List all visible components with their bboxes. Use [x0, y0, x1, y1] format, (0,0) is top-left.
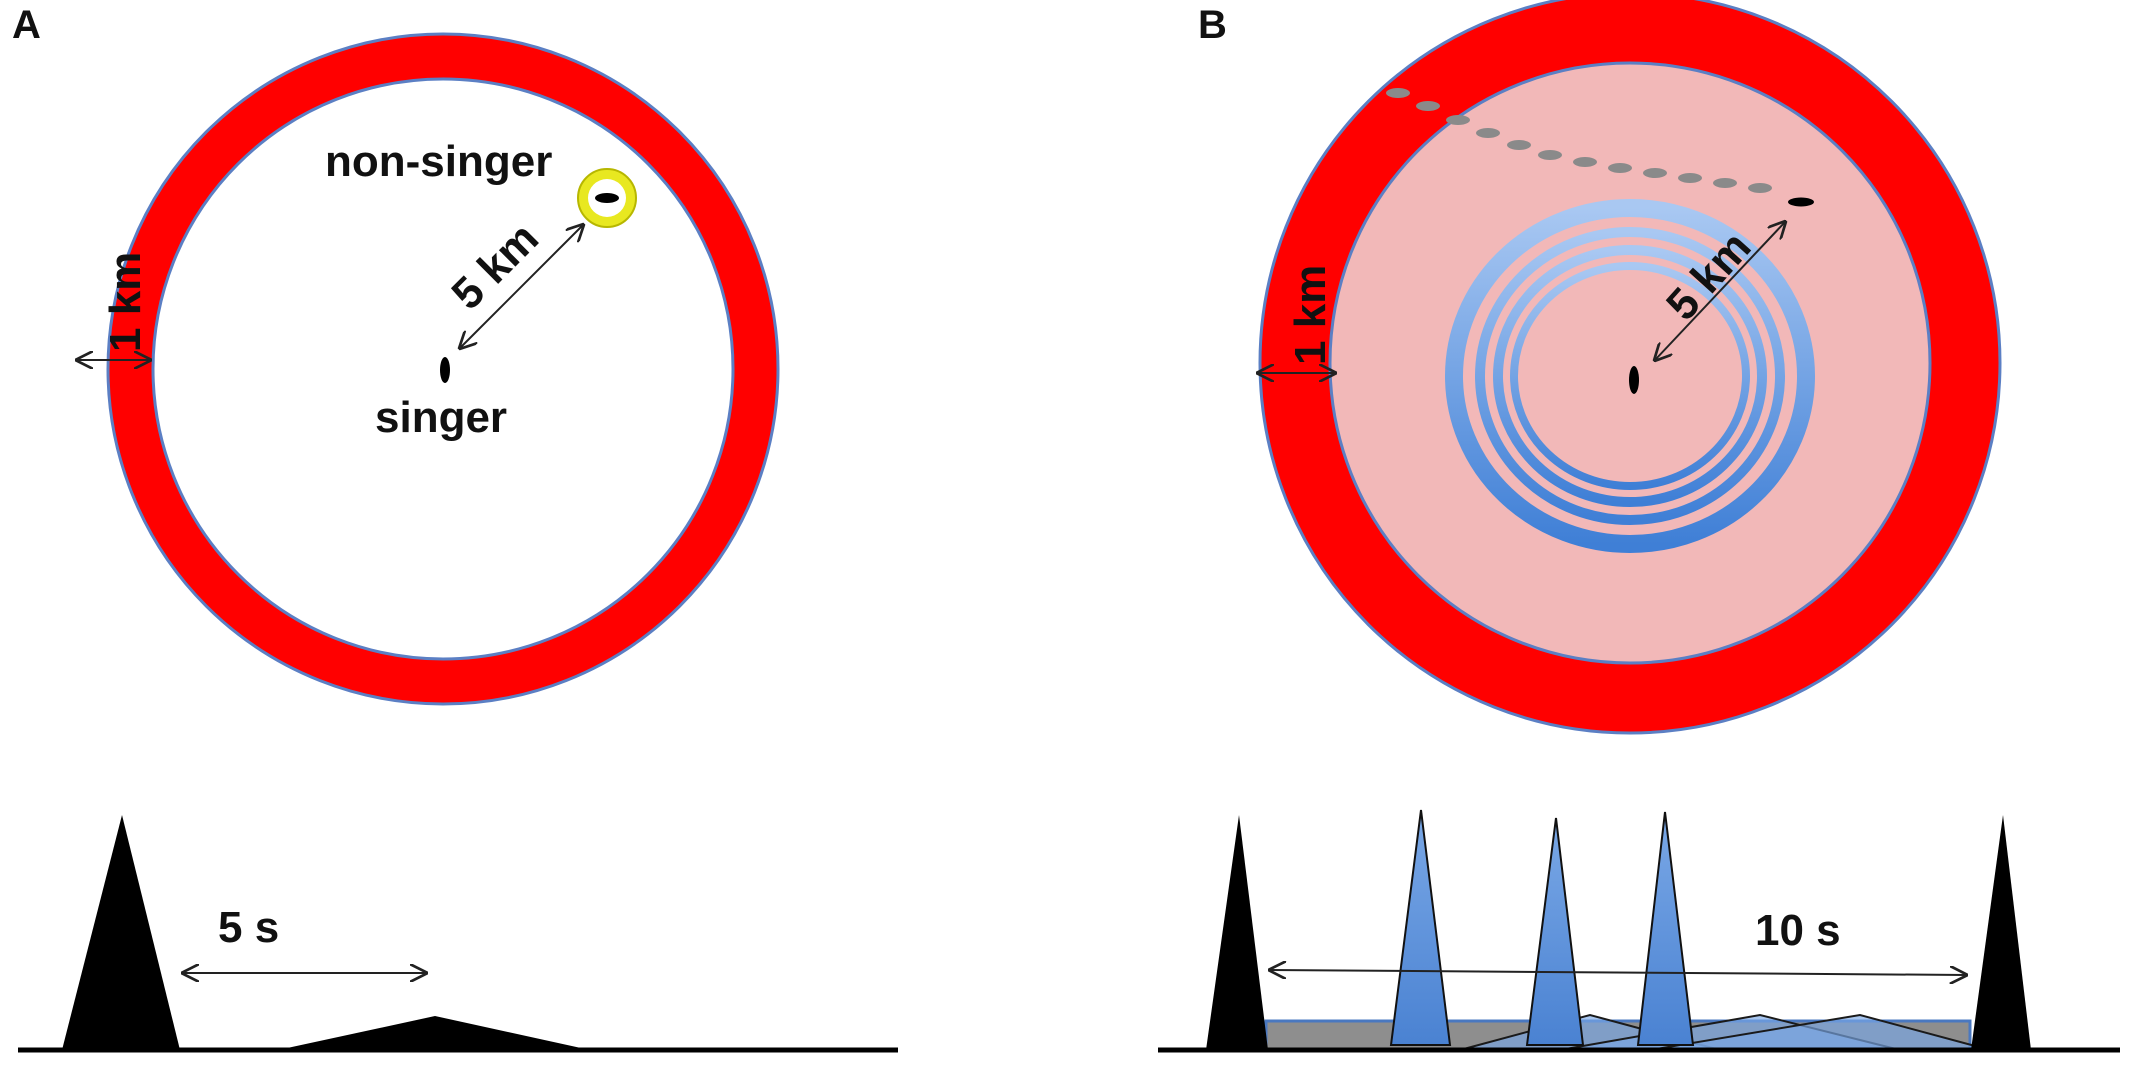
panel-a-width-label: 1 km [101, 252, 150, 352]
panel-a-echo-pulse [278, 1016, 590, 1050]
panel-a-distance-arrow [460, 225, 583, 348]
panel-a-singer-label: singer [375, 393, 507, 442]
panel-a-singer-whale [440, 357, 450, 383]
panel-b-wavefront-ring-outer [1445, 199, 1815, 553]
panel-b-singer-whale [1629, 366, 1639, 394]
panel-b-wavefront-ring-3 [1493, 245, 1767, 507]
panel-b-blue-spikes [1389, 809, 1695, 1046]
panel-b-wavefront-ring-2 [1475, 227, 1785, 525]
panel-a-non-singer-whale [595, 193, 619, 203]
panel-a-singer-pulse [62, 815, 180, 1050]
panel-a-time-label: 5 s [218, 903, 279, 952]
panel-b-singer-pulse-start [1206, 815, 1268, 1050]
panel-b-non-singer-trail [1386, 88, 1772, 193]
panel-b-inner-area [1328, 61, 1932, 665]
panel-b: B 1 km 5 km [1158, 0, 2120, 1053]
panel-a-non-singer-label: non-singer [325, 137, 552, 186]
panel-b-time-arrow [1270, 970, 1966, 975]
panel-b-non-singer-whale [1788, 197, 1814, 207]
panel-b-distance-arrow [1655, 222, 1785, 360]
panel-b-singer-pulse-end [1971, 815, 2031, 1050]
panel-a-letter: A [12, 3, 41, 47]
panel-b-width-label: 1 km [1286, 265, 1335, 365]
panel-b-wavefront-ring-inner [1510, 262, 1750, 490]
panel-b-time-label: 10 s [1755, 906, 1841, 955]
panel-a: A 1 km non-singer 5 km singer 5 s [12, 3, 898, 1053]
panel-b-letter: B [1198, 3, 1227, 47]
